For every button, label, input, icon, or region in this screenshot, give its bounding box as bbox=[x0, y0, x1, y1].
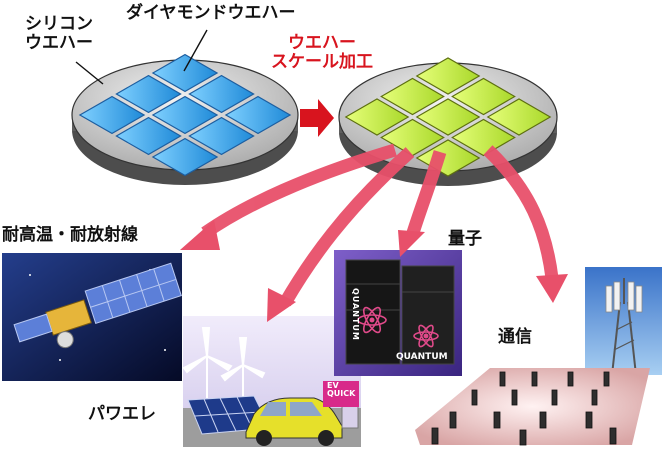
quantum-brand-text-2: QUANTUM bbox=[396, 352, 448, 362]
communication-panel bbox=[585, 267, 662, 376]
silicon-wafer-label: シリコン ウエハー bbox=[25, 14, 93, 54]
satellite-panel bbox=[2, 253, 182, 381]
arrow-heads bbox=[180, 220, 568, 322]
quantum-brand-text: QUANTUM bbox=[350, 288, 360, 341]
diamond-leader-line bbox=[183, 29, 208, 72]
high-temp-radiation-label: 耐高温・耐放射線 bbox=[2, 225, 138, 245]
power-electronics-panel bbox=[182, 316, 361, 447]
diamond-wafer-label: ダイヤモンドウエハー bbox=[126, 3, 296, 23]
diamond-wafer bbox=[338, 57, 558, 186]
ev-charger-sign: EV QUICK bbox=[327, 381, 356, 398]
power-electronics-label: パワエレ bbox=[88, 404, 156, 424]
wafer-scale-label: ウエハー スケール加工 bbox=[271, 33, 373, 73]
silicon-leader-line bbox=[75, 61, 104, 85]
quantum-panel bbox=[334, 250, 462, 376]
application-arrows bbox=[201, 143, 559, 307]
communication-label: 通信 bbox=[498, 327, 532, 347]
silicon-wafer bbox=[71, 53, 299, 185]
process-arrow-icon bbox=[300, 99, 334, 137]
quantum-label: 量子 bbox=[448, 229, 482, 249]
network-grid bbox=[415, 368, 650, 446]
